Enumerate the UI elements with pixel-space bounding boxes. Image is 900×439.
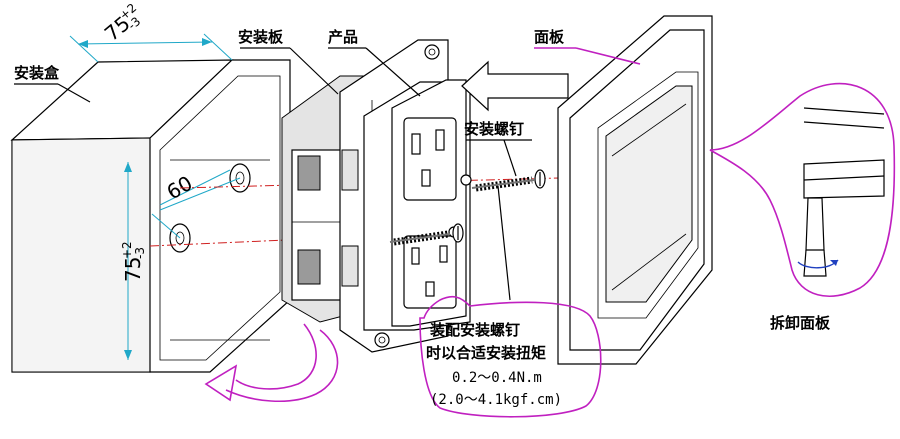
assembly-direction-arrow [461, 60, 569, 112]
panel [557, 15, 713, 365]
label-remove-panel: 拆卸面板 [770, 314, 831, 332]
mounting-rotation-arrow [204, 323, 339, 403]
width-dimension: 75 +2 -3 [69, 1, 233, 63]
label-product: 产品 [328, 28, 358, 46]
disassembly-detail-bubble [709, 82, 896, 297]
label-install-screw: 安装螺钉 [464, 120, 524, 138]
install-screw-bottom [389, 223, 464, 246]
height-tol-lower: -3 [133, 247, 147, 259]
install-screw-top [471, 169, 546, 192]
note-line-1: 装配安装螺钉 [429, 321, 520, 339]
label-panel: 面板 [534, 28, 565, 46]
note-line-4: (2.0～4.1kgf.cm) [430, 392, 562, 408]
height-value: 75 [121, 257, 145, 282]
height-dimension: 75 +2 -3 [120, 162, 147, 360]
note-line-3: 0.2～0.4N.m [452, 370, 542, 386]
label-install-box: 安装盒 [14, 64, 60, 82]
height-tol-upper: +2 [120, 241, 134, 259]
install-box [10, 59, 291, 373]
note-line-2: 时以合适安装扭矩 [426, 344, 546, 362]
product-socket [363, 79, 472, 331]
socket-outlet-upper [403, 117, 457, 201]
label-install-plate: 安装板 [238, 28, 284, 46]
torque-note-bubble: 装配安装螺钉 时以合适安装扭矩 0.2～0.4N.m (2.0～4.1kgf.c… [419, 295, 602, 418]
screwdriver-icon [803, 197, 827, 277]
